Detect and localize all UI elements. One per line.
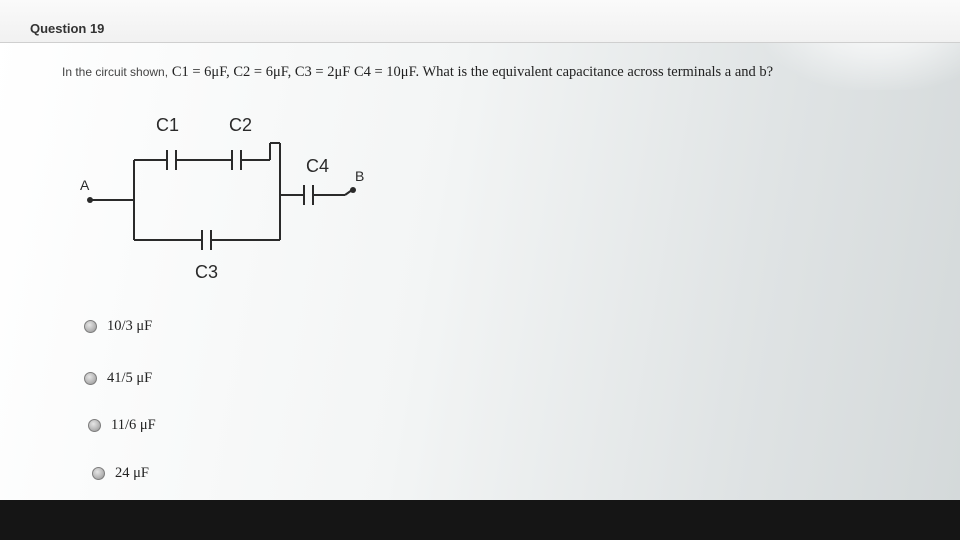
circuit-diagram: A B C1 C2 C4 C3 [80,115,364,282]
radio-button[interactable] [84,320,97,333]
monitor-bezel [0,500,960,540]
terminal-b-dot [350,187,356,193]
answer-option-label: 24 μF [115,465,149,481]
answer-option-4[interactable]: 24 μF [92,465,149,482]
answer-option-label: 10/3 μF [107,318,153,334]
answer-option-label: 41/5 μF [107,370,153,386]
question-title: Question 19 [30,21,105,36]
label-c3: C3 [195,262,218,282]
answer-option-1[interactable]: 10/3 μF [84,318,152,335]
prompt-body: C1 = 6μF, C2 = 6μF, C3 = 2μF C4 = 10μF. … [171,64,774,80]
answer-option-label: 11/6 μF [111,417,156,433]
answer-option-3[interactable]: 11/6 μF [88,417,156,434]
radio-button[interactable] [92,467,105,480]
answer-option-2[interactable]: 41/5 μF [84,370,152,387]
label-c4: C4 [306,156,329,176]
radio-button[interactable] [88,419,101,432]
question-prompt: In the circuit shown, C1 = 6μF, C2 = 6μF… [62,64,942,81]
label-c1: C1 [156,115,179,135]
label-terminal-b: B [355,168,364,184]
screen: Question 19 In the circuit shown, C1 = 6… [0,0,960,500]
label-c2: C2 [229,115,252,135]
radio-button[interactable] [84,372,97,385]
terminal-a-dot [87,197,93,203]
label-terminal-a: A [80,177,90,193]
prompt-lead: In the circuit shown, [62,65,169,79]
question-header: Question 19 [0,0,960,43]
